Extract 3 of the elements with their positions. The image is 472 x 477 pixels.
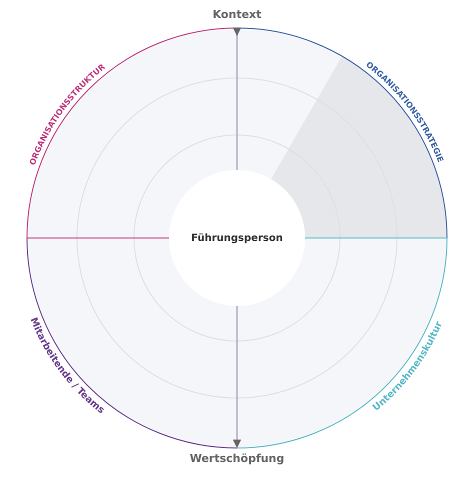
node-label: Führungsperson [191, 232, 283, 244]
axis-label: Wertschöpfung [190, 452, 284, 465]
axis-label: Kontext [212, 8, 262, 21]
